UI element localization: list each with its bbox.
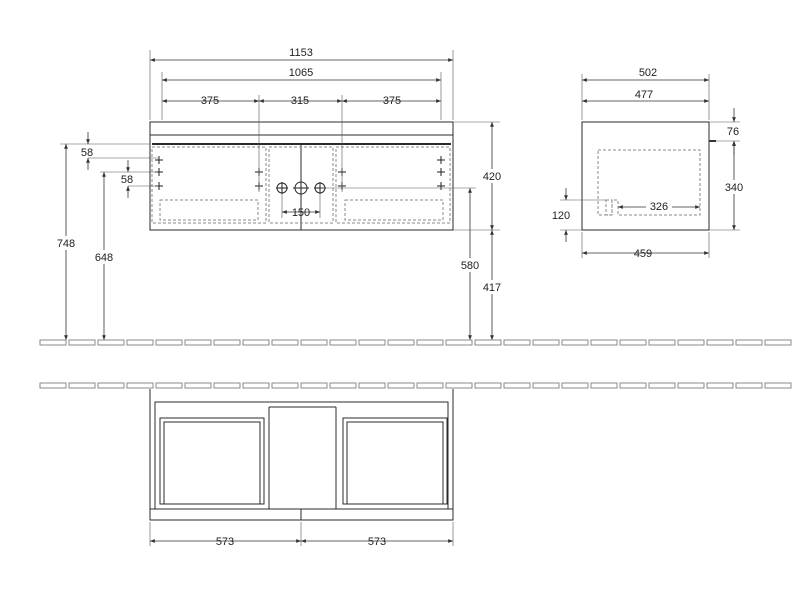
side-view: 502 477 76 340 120 326 459 [552, 67, 746, 260]
floor-tile [677, 382, 705, 389]
front-center-compartment-hidden [268, 146, 334, 224]
floor-tile [329, 339, 357, 346]
label-inner-height: 340 [725, 182, 743, 194]
floor-tile [68, 339, 96, 346]
label-depth-inner: 477 [635, 89, 653, 101]
label-right-spacing: 375 [383, 95, 401, 107]
floor-tile [648, 339, 676, 346]
side-cabinet-outline [581, 121, 710, 231]
label-width-total: 1153 [289, 47, 313, 59]
floor-tile [677, 339, 705, 346]
front-view: 1153 1065 375 315 375 150 58 58 748 [54, 47, 504, 340]
label-hole-spacing: 150 [292, 207, 310, 219]
mounting-holes-left [155, 156, 163, 190]
floor-tile [155, 382, 183, 389]
floor-tile [126, 339, 154, 346]
label-height-total: 748 [57, 238, 75, 250]
floor-tile [126, 382, 154, 389]
floor-line-upper [39, 339, 792, 346]
floor-tile [561, 382, 589, 389]
floor-tile [735, 339, 763, 346]
label-depth-bottom: 459 [634, 248, 652, 260]
floor-tile [561, 339, 589, 346]
floor-tile [590, 339, 618, 346]
floor-tile [590, 382, 618, 389]
floor-tile [242, 339, 270, 346]
floor-tile [387, 382, 415, 389]
top-view: 573 573 [149, 389, 454, 548]
label-height-cabinet: 420 [483, 171, 501, 183]
mounting-holes-right [437, 156, 445, 190]
label-top-offset-a: 58 [81, 147, 93, 159]
floor-tile [619, 382, 647, 389]
floor-tile [416, 382, 444, 389]
label-drawer-height: 120 [552, 210, 570, 222]
label-top-gap: 76 [727, 126, 739, 138]
floor-tile [97, 339, 125, 346]
label-left-width: 573 [216, 536, 234, 548]
floor-tile [416, 339, 444, 346]
floor-tile [445, 339, 473, 346]
top-drawer-right [342, 417, 448, 505]
floor-tile [764, 339, 792, 346]
label-width-inner: 1065 [289, 67, 313, 79]
front-drawer-right-hidden [335, 146, 451, 224]
floor-tile [532, 339, 560, 346]
floor-tile [358, 382, 386, 389]
label-center-spacing: 315 [291, 95, 309, 107]
floor-tile [271, 339, 299, 346]
floor-tile [97, 382, 125, 389]
floor-tile [213, 382, 241, 389]
floor-tile [648, 382, 676, 389]
floor-tile [474, 339, 502, 346]
floor-tile [300, 382, 328, 389]
floor-tile [503, 382, 531, 389]
floor-tile [242, 382, 270, 389]
floor-tile [68, 382, 96, 389]
floor-line-lower [39, 382, 792, 389]
floor-tile [619, 339, 647, 346]
floor-tile [358, 339, 386, 346]
floor-tile [329, 382, 357, 389]
front-drawer-right-lower [344, 199, 444, 221]
floor-tile [271, 382, 299, 389]
top-drawer-left [159, 417, 265, 505]
front-drawer-left-hidden [151, 146, 267, 224]
label-right-width: 573 [368, 536, 386, 548]
floor-tile [706, 339, 734, 346]
label-top-offset-b: 58 [121, 174, 133, 186]
floor-tile [300, 339, 328, 346]
front-drawer-left-lower [159, 199, 259, 221]
tap-holes [276, 180, 326, 196]
floor-tile [706, 382, 734, 389]
floor-tile [213, 339, 241, 346]
label-height-drain: 580 [461, 260, 479, 272]
label-drawer-depth: 326 [650, 201, 668, 213]
floor-tile [39, 382, 67, 389]
label-height-holes: 648 [95, 252, 113, 264]
floor-tile [387, 339, 415, 346]
floor-tile [39, 339, 67, 346]
label-depth-total: 502 [639, 67, 657, 79]
label-left-spacing: 375 [201, 95, 219, 107]
floor-tile [474, 382, 502, 389]
floor-tile [184, 382, 212, 389]
label-height-floor: 417 [483, 282, 501, 294]
floor-tile [445, 382, 473, 389]
floor-tile [735, 382, 763, 389]
floor-tile [532, 382, 560, 389]
floor-tile [184, 339, 212, 346]
floor-tile [503, 339, 531, 346]
floor-tile [764, 382, 792, 389]
floor-tile [155, 339, 183, 346]
